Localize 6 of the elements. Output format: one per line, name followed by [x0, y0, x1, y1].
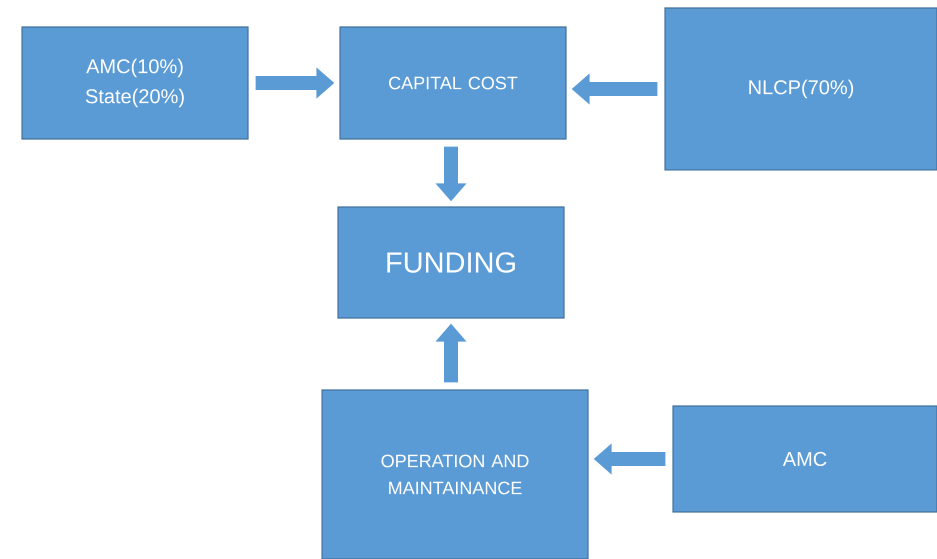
process-box: CAPITAL COST	[339, 26, 567, 140]
process-box: FUNDING	[337, 206, 565, 319]
process-box: OPERATION AND MAINTAINANCE	[321, 389, 589, 559]
process-box: NLCP(70%)	[664, 7, 937, 171]
process-box: AMC	[672, 405, 937, 513]
process-box: AMC(10%) State(20%)	[21, 26, 249, 140]
